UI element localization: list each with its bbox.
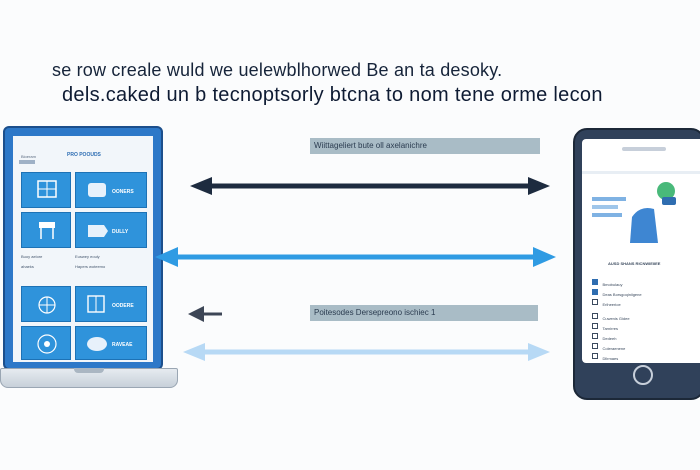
phone-illustration	[592, 182, 676, 243]
headline-line-1: se row creale wuld we uelewblhorwed Be a…	[52, 60, 503, 80]
laptop-tile-5[interactable]	[21, 286, 71, 322]
flow-label-top: Wiittageliert bute oll axelanichre	[310, 138, 540, 154]
checkbox-icon	[592, 278, 598, 285]
illus-bar-3	[592, 213, 622, 217]
phone-list: Bmobulauy Deas Borsgoqiniigene Eriheerio…	[592, 273, 700, 363]
phone-home-button[interactable]	[633, 365, 653, 385]
laptop-tile-4[interactable]: DULLY	[75, 212, 147, 248]
left-arrow-icon	[188, 306, 222, 322]
list-item[interactable]: Dedeeh	[592, 327, 616, 345]
checkbox-icon	[592, 298, 598, 305]
flow-label-bottom: Poitesodes Dersepreono ischiec 1	[310, 305, 538, 321]
phone-device: AUSD SHANS RICNWIEIIEE Bmobulauy Deas Bo…	[573, 128, 700, 400]
leaf-icon	[657, 182, 675, 200]
double-arrow-blue-icon	[155, 247, 556, 267]
list-item[interactable]: Cuwenis Gidee	[592, 307, 630, 325]
laptop-top-text: Bioeram	[21, 154, 36, 159]
double-arrow-light-icon	[183, 343, 550, 361]
laptop-tile-8[interactable]: RAVEAE	[75, 326, 147, 360]
laptop-note-3: ahaeks	[21, 264, 34, 269]
list-item[interactable]: Bmobulauy	[592, 273, 622, 291]
grid-icon	[37, 180, 57, 198]
chat-bubble-icon	[662, 197, 676, 205]
person-icon	[630, 208, 658, 243]
phone-screen-heading: AUSD SHANS RICNWIEIIEE	[608, 261, 661, 266]
laptop-tile-1[interactable]	[21, 172, 71, 208]
layout-icon	[87, 295, 105, 313]
laptop-tile-3[interactable]	[21, 212, 71, 248]
list-item[interactable]: Eriheerioe	[592, 293, 621, 311]
laptop-tag: PRO POOUDS	[67, 152, 101, 158]
list-item[interactable]: Dllrmaes	[592, 347, 618, 365]
list-item[interactable]: Deas Borsgoqiniigene	[592, 283, 642, 301]
box-icon	[88, 183, 106, 197]
double-arrow-dark-icon	[190, 177, 550, 195]
shape-icon	[88, 225, 108, 237]
cloud-icon	[87, 337, 107, 351]
checkbox-icon	[592, 288, 598, 295]
laptop-note-1: Buoy aelore	[21, 254, 43, 259]
phone-divider	[582, 171, 700, 174]
laptop-tile-4-label: DULLY	[112, 229, 129, 235]
laptop-note-4: Hapers woteemo	[75, 264, 106, 269]
laptop-screen: Bioeram PRO POOUDS OONERS	[13, 136, 153, 362]
laptop-note-2: Euswey eouly	[75, 254, 100, 259]
illus-bar-1	[592, 197, 626, 201]
illus-bar-2	[592, 205, 618, 209]
list-item[interactable]: Coleraenene	[592, 337, 625, 355]
laptop-tile-2-label: OONERS	[112, 189, 134, 195]
network-icon	[38, 296, 56, 314]
list-item[interactable]: Tarnirres	[592, 317, 618, 335]
checkbox-icon	[592, 352, 598, 359]
laptop-base-notch	[74, 368, 104, 373]
laptop-device: Bioeram PRO POOUDS OONERS	[3, 126, 163, 370]
laptop-tile-6-label: OODERE	[112, 303, 134, 309]
laptop-tile-8-label: RAVEAE	[112, 342, 133, 348]
laptop-tile-6[interactable]: OODERE	[75, 286, 147, 322]
phone-screen: AUSD SHANS RICNWIEIIEE Bmobulauy Deas Bo…	[582, 139, 700, 363]
chair-icon	[39, 222, 55, 239]
laptop-tag-bar	[19, 160, 35, 164]
laptop-tile-2[interactable]: OONERS	[75, 172, 147, 208]
headline-line-2: dels.caked un b tecnoptsorly btcna to no…	[62, 84, 603, 106]
flower-icon	[37, 334, 57, 354]
laptop-tile-7[interactable]	[21, 326, 71, 360]
phone-speaker	[622, 147, 666, 151]
